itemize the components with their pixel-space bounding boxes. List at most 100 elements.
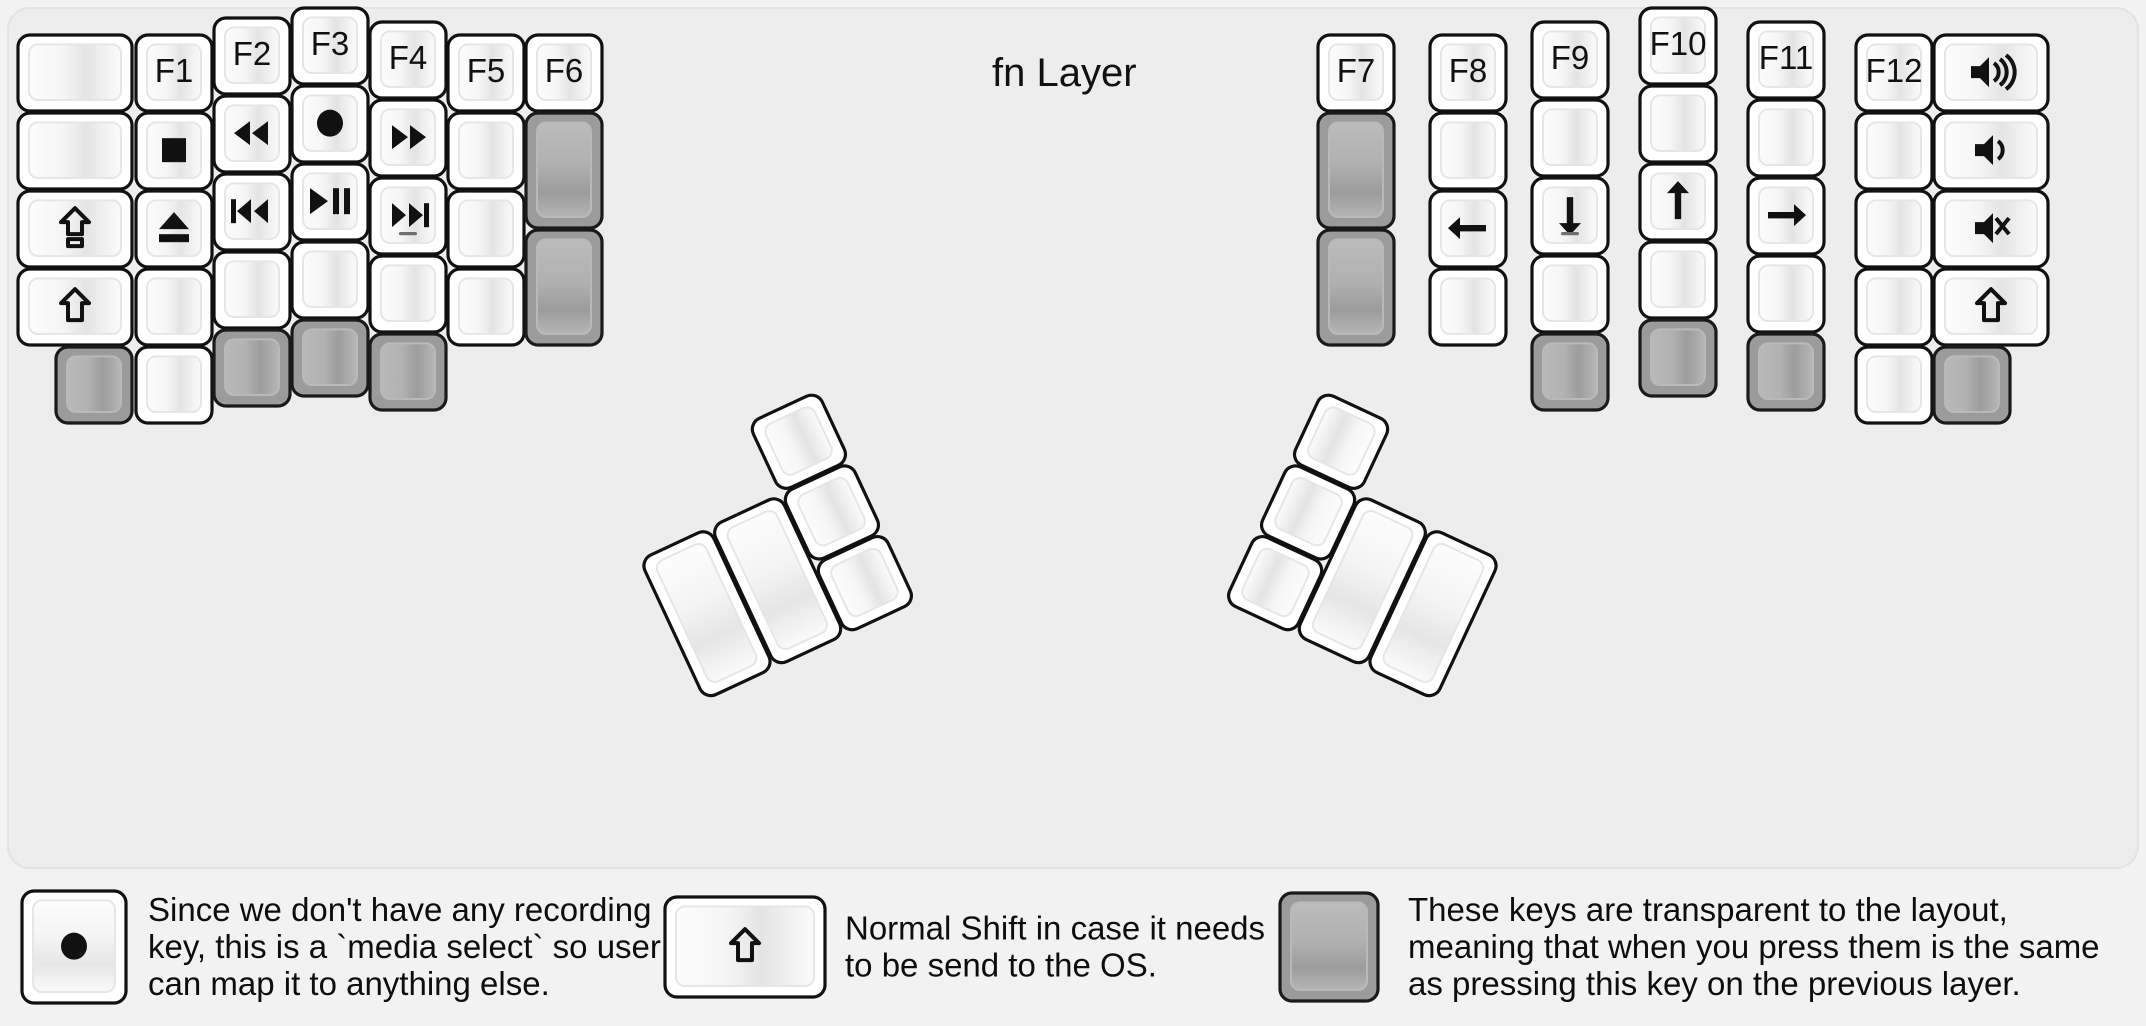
thumb-cluster-left (640, 391, 915, 700)
arrow-right-icon (1768, 204, 1806, 227)
record-icon (317, 109, 343, 137)
key-blank-l2[interactable] (16, 111, 134, 191)
key-blank-r16[interactable] (1638, 240, 1718, 320)
key-blank-l23[interactable] (446, 111, 526, 191)
key-blank-l20[interactable] (368, 254, 448, 334)
key-arrow-up[interactable] (1638, 162, 1718, 242)
key-next-track[interactable] (368, 176, 448, 256)
legend-normal-shift-key[interactable] (663, 895, 827, 999)
key-f5[interactable]: F5 (446, 33, 526, 113)
key-transparent-r17[interactable] (1638, 318, 1718, 398)
key-caps-lock[interactable] (16, 189, 134, 269)
key-label: F11 (1759, 39, 1813, 76)
key-blank-l16[interactable] (290, 240, 370, 320)
key-transparent-l5[interactable] (54, 345, 134, 425)
key-f11[interactable]: F11 (1746, 20, 1826, 100)
key-blank-l25[interactable] (446, 267, 526, 347)
thumb-l-2[interactable] (781, 462, 882, 563)
key-blank-r25[interactable] (1854, 189, 1934, 269)
legend-transparent-key[interactable] (1278, 891, 1380, 1003)
key-arrow-left[interactable] (1428, 189, 1508, 269)
key-transparent-r32[interactable] (1932, 345, 2012, 425)
key-blank-r9[interactable] (1530, 98, 1610, 178)
key-transparent-l17[interactable] (290, 318, 370, 398)
key-label: F9 (1551, 39, 1590, 76)
key-prev-track[interactable] (212, 172, 292, 252)
thumb-cluster-right (1225, 391, 1500, 700)
thumb-r-1[interactable] (1291, 391, 1392, 492)
key-transparent-l28[interactable] (524, 228, 604, 347)
key-rewind[interactable] (212, 94, 292, 174)
key-transparent-r2[interactable] (1316, 111, 1396, 230)
key-f3[interactable]: F3 (290, 6, 370, 86)
key-transparent-l21[interactable] (368, 332, 448, 412)
key-transparent-l27[interactable] (524, 111, 604, 230)
key-media-stop[interactable] (134, 111, 214, 191)
key-f8[interactable]: F8 (1428, 33, 1508, 113)
key-f12[interactable]: F12 (1854, 33, 1934, 113)
key-transparent-r22[interactable] (1746, 332, 1826, 412)
thumb-l-big-1[interactable] (640, 528, 774, 700)
key-f9[interactable]: F9 (1530, 20, 1610, 100)
legend-media-select-line: Since we don't have any recording (148, 891, 651, 928)
key-f10[interactable]: F10 (1638, 6, 1718, 86)
key-column-middle: F3 (290, 6, 370, 398)
thumb-l-3[interactable] (814, 533, 915, 634)
legend-media-select-key[interactable] (20, 889, 128, 1005)
key-blank-r26[interactable] (1854, 267, 1934, 347)
key-f7[interactable]: F7 (1316, 33, 1396, 113)
key-blank-r27[interactable] (1854, 345, 1934, 425)
volume-down-icon (1975, 135, 2005, 166)
key-eject[interactable] (134, 189, 214, 269)
key-column-pinky-outer: F12 (1854, 33, 1934, 425)
thumb-r-big-1[interactable] (1366, 528, 1500, 700)
key-blank-r7[interactable] (1428, 267, 1508, 347)
key-arrow-down[interactable] (1530, 176, 1610, 256)
key-blank-l1[interactable] (16, 33, 134, 113)
legend-media-select-line: can map it to anything else. (148, 965, 550, 1002)
key-transparent-r12[interactable] (1530, 332, 1610, 412)
key-f2[interactable]: F2 (212, 16, 292, 96)
key-blank-r19[interactable] (1746, 98, 1826, 178)
key-play-pause[interactable] (290, 162, 370, 242)
key-volume-down[interactable] (1932, 111, 2050, 191)
key-mute[interactable] (1932, 189, 2050, 269)
key-column-pinky-outer (16, 33, 134, 425)
thumb-r-2[interactable] (1258, 462, 1359, 563)
rewind-icon (234, 121, 268, 146)
key-media-select-record[interactable] (290, 84, 370, 164)
thumb-r-3[interactable] (1225, 533, 1326, 634)
key-column-pinky: F1 (134, 33, 214, 425)
key-f1[interactable]: F1 (134, 33, 214, 113)
key-arrow-right[interactable] (1746, 176, 1826, 256)
homing-bar (1561, 232, 1579, 236)
key-f6[interactable]: F6 (524, 33, 604, 113)
key-fast-forward[interactable] (368, 98, 448, 178)
key-volume-up[interactable] (1932, 33, 2050, 113)
key-transparent-l13[interactable] (212, 328, 292, 408)
media-stop-icon (162, 138, 186, 163)
legend-transparent-line: These keys are transparent to the layout… (1408, 891, 2008, 928)
right-half: F7 F8 F9 F10 F11 F12 (1316, 6, 2050, 425)
key-transparent-r3[interactable] (1316, 228, 1396, 347)
key-shift-right[interactable] (1932, 267, 2050, 347)
key-blank-l9[interactable] (134, 345, 214, 425)
key-blank-r14[interactable] (1638, 84, 1718, 164)
key-blank-r11[interactable] (1530, 254, 1610, 334)
key-blank-r24[interactable] (1854, 111, 1934, 191)
key-label: F1 (155, 52, 194, 89)
key-blank-l24[interactable] (446, 189, 526, 269)
thumb-r-big-2[interactable] (1295, 495, 1429, 667)
legend-transparent: These keys are transparent to the layout… (1278, 891, 2100, 1003)
key-blank-l8[interactable] (134, 267, 214, 347)
key-blank-r21[interactable] (1746, 254, 1826, 334)
thumb-l-1[interactable] (748, 391, 849, 492)
key-f4[interactable]: F4 (368, 20, 448, 100)
key-blank-r5[interactable] (1428, 111, 1508, 191)
prev-track-icon (231, 199, 268, 224)
key-shift-left[interactable] (16, 267, 134, 347)
key-blank-l12[interactable] (212, 250, 292, 330)
mute-icon (1975, 213, 2011, 244)
thumb-l-big-2[interactable] (711, 495, 845, 667)
